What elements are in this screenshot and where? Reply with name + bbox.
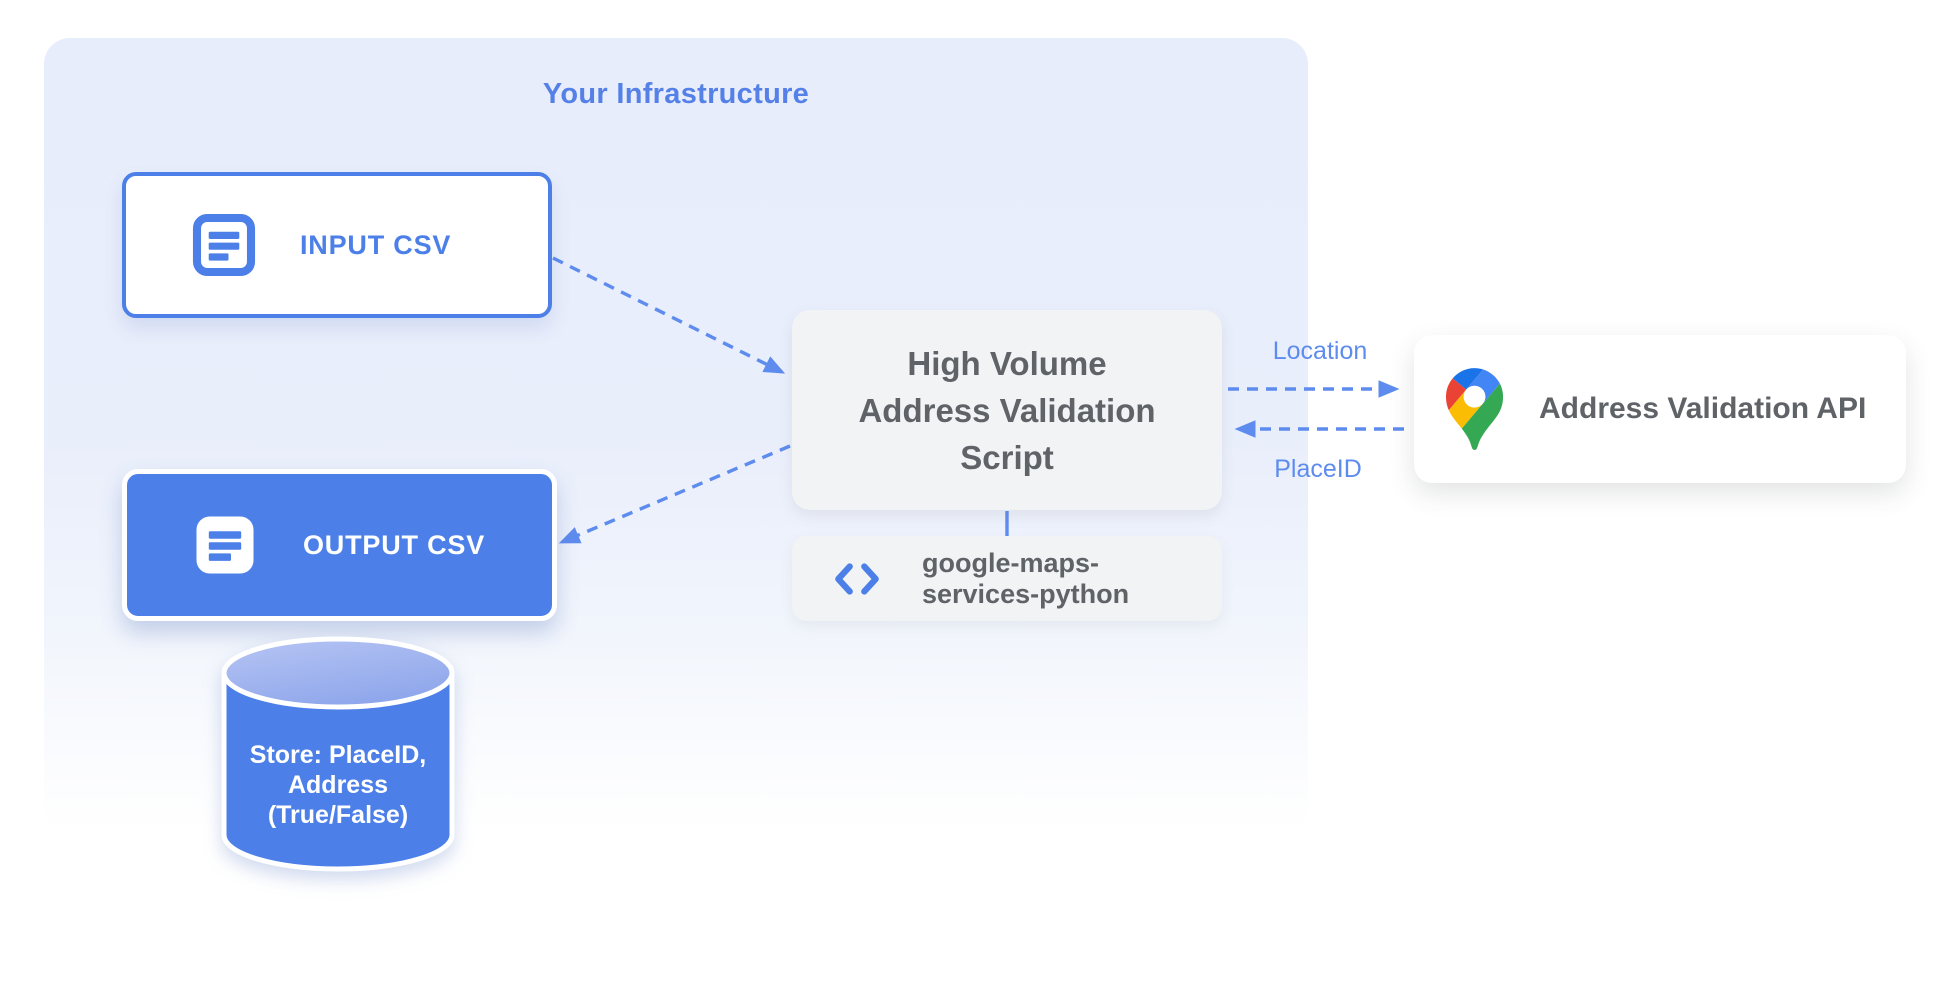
- code-icon: [835, 562, 879, 595]
- library-label-line: services-python: [922, 578, 1130, 609]
- output-csv-label: OUTPUT CSV: [303, 529, 486, 560]
- address-validation-api-node: Address Validation API: [1414, 335, 1906, 483]
- datastore-cylinder-icon: [219, 633, 457, 879]
- script-label-line: Script: [960, 438, 1054, 476]
- library-label-line: google-maps-: [922, 547, 1100, 578]
- api-label: Address Validation API: [1539, 392, 1867, 425]
- datastore-label-line: Store: PlaceID,: [249, 741, 427, 769]
- input-csv-node: INPUT CSV: [122, 172, 552, 318]
- infrastructure-title: Your Infrastructure: [542, 78, 810, 110]
- script-node: High Volume Address Validation Script: [792, 310, 1222, 510]
- google-maps-pin-icon: [1446, 368, 1503, 450]
- datastore-label-line: (True/False): [267, 801, 409, 829]
- script-label-line: Address Validation: [858, 391, 1156, 429]
- document-icon: [192, 213, 256, 277]
- input-csv-label: INPUT CSV: [300, 229, 452, 260]
- script-label-line: High Volume: [907, 344, 1107, 382]
- placeid-edge-label: PlaceID: [1274, 455, 1362, 483]
- library-node: google-maps- services-python: [792, 536, 1222, 621]
- library-label: google-maps- services-python: [922, 548, 1129, 610]
- document-icon: [196, 516, 254, 574]
- datastore-label: Store: PlaceID, Address (True/False): [219, 740, 457, 830]
- datastore-label-line: Address: [287, 771, 389, 799]
- output-csv-node: OUTPUT CSV: [122, 469, 557, 621]
- location-edge-label: Location: [1272, 337, 1368, 365]
